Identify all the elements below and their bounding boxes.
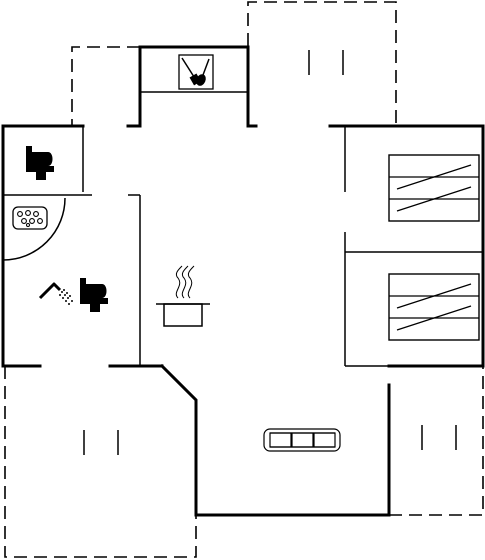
toilet-icon bbox=[80, 278, 108, 312]
terrace-north-outline bbox=[247, 1, 397, 126]
single-bed-icon bbox=[388, 154, 480, 222]
single-bed-icon bbox=[388, 273, 480, 341]
utility-brush-icon bbox=[178, 54, 214, 90]
sofa-icon bbox=[263, 428, 341, 452]
terrace-entry-outline bbox=[71, 46, 140, 126]
shower-icon bbox=[38, 282, 73, 305]
door-swing bbox=[2, 197, 66, 261]
terrace-west-outline bbox=[4, 366, 197, 558]
exterior-walls bbox=[1, 45, 485, 517]
toilet-icon bbox=[26, 146, 54, 180]
whirlpool-bath-icon bbox=[12, 206, 48, 230]
terrace-east-outline bbox=[389, 366, 484, 516]
cooking-pot-icon bbox=[156, 265, 210, 327]
interior-walls bbox=[2, 91, 483, 367]
